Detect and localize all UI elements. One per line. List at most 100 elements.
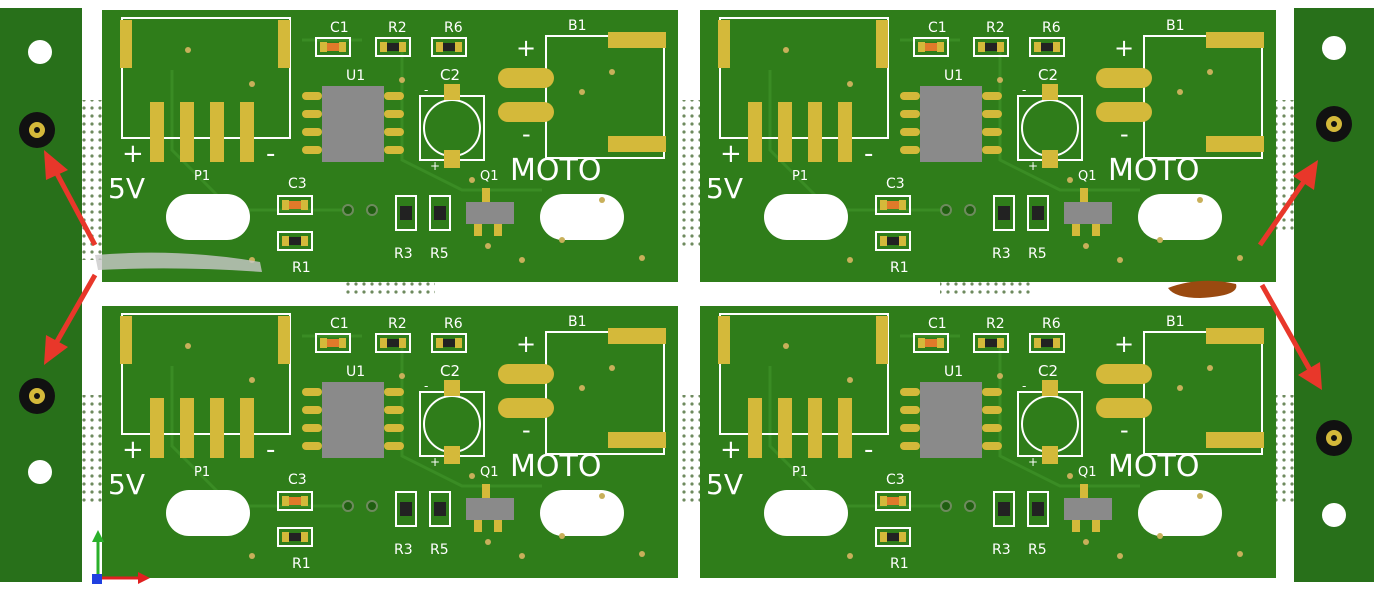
via-strip-mid [678, 395, 700, 505]
silk-label-c3: C3 [288, 176, 307, 192]
c1-body [925, 339, 937, 347]
r6-pad [436, 42, 443, 52]
c2-pad [444, 84, 460, 100]
via-dot [847, 377, 853, 383]
c2-pad [444, 446, 460, 464]
silk-label-five_v: 5V [108, 468, 145, 501]
left-rail [0, 8, 82, 582]
r2-body [985, 339, 997, 347]
b1-lead [498, 364, 554, 384]
via-dot [1237, 551, 1243, 557]
p1-pin [778, 398, 792, 458]
c1-pad [918, 338, 925, 348]
q1-body [1064, 202, 1112, 224]
r2-body [985, 43, 997, 51]
r6-outline [1029, 37, 1065, 57]
c3-pad [282, 496, 289, 506]
c3-outline [277, 195, 313, 215]
p1-pin [150, 102, 164, 162]
q1-pin [482, 188, 490, 202]
u1-pin [384, 424, 404, 432]
r5-outline [429, 491, 451, 527]
silk-label-r1: R1 [292, 556, 311, 572]
c3-body [289, 201, 301, 209]
rail-holes [19, 36, 1352, 527]
r2-body [387, 43, 399, 51]
u1-pin [900, 146, 920, 154]
silk-label-c1: C1 [330, 316, 349, 332]
u1-pin [302, 92, 322, 100]
c3-pad [899, 200, 906, 210]
r1-body [887, 237, 899, 245]
via-dot [249, 81, 255, 87]
u1-pin [982, 92, 1002, 100]
c2-pad [1042, 446, 1058, 464]
silk-label-minus: - [522, 416, 531, 444]
silk-label-r1: R1 [890, 556, 909, 572]
arrow-icon [1259, 283, 1322, 390]
via-dot [469, 177, 475, 183]
p1-pin [150, 398, 164, 458]
silk-label-c1: C1 [330, 20, 349, 36]
silk-label-q1: Q1 [480, 465, 499, 480]
q1-pin [1072, 520, 1080, 532]
r6-body [443, 43, 455, 51]
c3-pad [880, 496, 887, 506]
silk-label-r6: R6 [444, 316, 463, 332]
r5-outline [1027, 195, 1049, 231]
silk-label-c2: C2 [440, 362, 460, 380]
via-dot [1177, 89, 1183, 95]
silk-label-r5: R5 [430, 542, 449, 558]
u1-pin [302, 442, 322, 450]
c3-pad [301, 200, 308, 210]
r5-outline [1027, 491, 1049, 527]
c1-pad [937, 42, 944, 52]
silk-label-minus: - [1120, 120, 1129, 148]
p1-tab [120, 316, 132, 364]
c3-pad [282, 200, 289, 210]
c1-body [925, 43, 937, 51]
silk-label-r5: R5 [1028, 246, 1047, 262]
p1-pin [808, 398, 822, 458]
via-dot [249, 553, 255, 559]
silk-label-moto: MOTO [510, 153, 601, 188]
c1-body [327, 43, 339, 51]
c1-outline [913, 37, 949, 57]
silk-label-q1: Q1 [480, 169, 499, 184]
q1-pin [482, 484, 490, 498]
p1-pin [748, 102, 762, 162]
via-strip-left [82, 395, 102, 505]
p1-tab [718, 316, 730, 364]
c3-pad [880, 200, 887, 210]
silk-label-r3: R3 [394, 246, 413, 262]
b1-lead [498, 398, 554, 418]
silk-label-five_v: 5V [706, 468, 743, 501]
silk-label-plus: + [516, 34, 536, 62]
u1-pin [302, 110, 322, 118]
u1-pin [384, 442, 404, 450]
silk-label-plus: + [720, 435, 742, 465]
via-strip-h [345, 282, 435, 296]
r2-outline [973, 333, 1009, 353]
r3-outline [993, 491, 1015, 527]
r2-pad [997, 42, 1004, 52]
c1-outline [913, 333, 949, 353]
c1-outline [315, 37, 351, 57]
u1-pin [302, 406, 322, 414]
r1-pad [899, 532, 906, 542]
u1-pin [982, 110, 1002, 118]
p1-pin [808, 102, 822, 162]
silk-label-moto: MOTO [1108, 449, 1199, 484]
silk-label-c3: C3 [288, 472, 307, 488]
silk-label-p1: P1 [194, 465, 210, 480]
via-dot [1067, 473, 1073, 479]
q1-pin [474, 520, 482, 532]
r2-pad [399, 338, 406, 348]
silk-label-plus_small: + [1028, 159, 1038, 173]
b1-outline [1143, 331, 1263, 455]
via-dot [783, 47, 789, 53]
r1-pad [899, 236, 906, 246]
r6-pad [1053, 338, 1060, 348]
r3-outline [993, 195, 1015, 231]
